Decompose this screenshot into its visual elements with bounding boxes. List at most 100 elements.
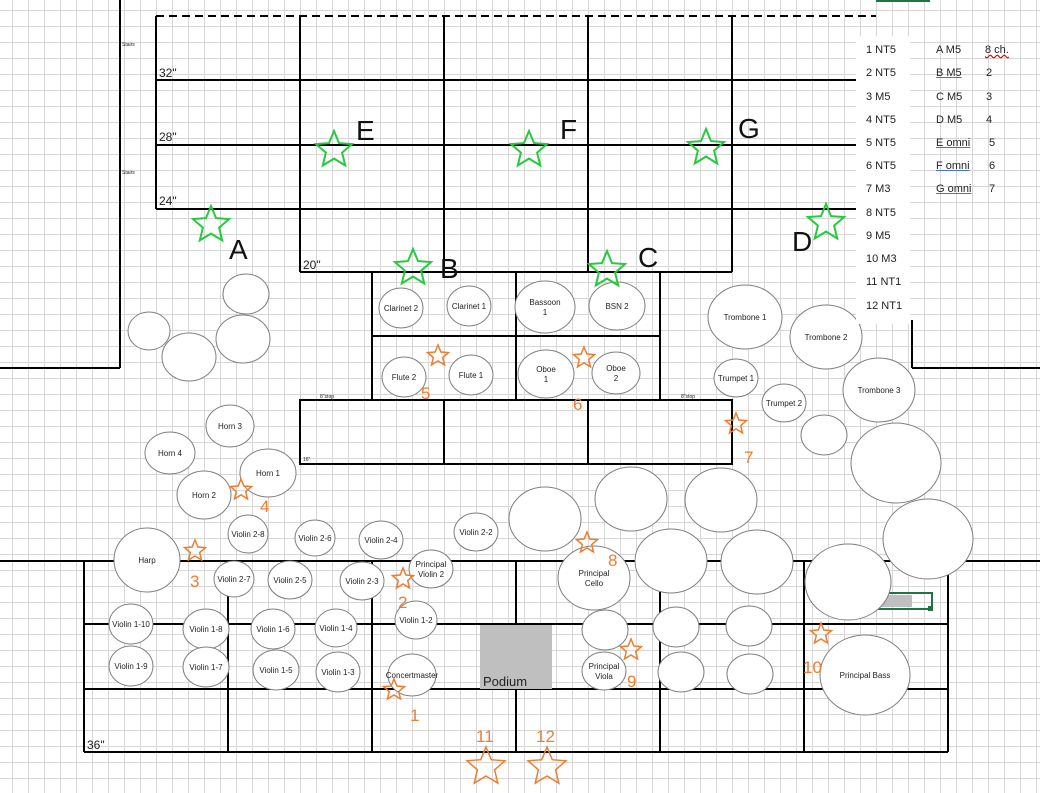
seat-circle [446, 285, 492, 327]
seat-violin-1-6: Violin 1-6 [250, 608, 296, 650]
legend-mic-1: 1 NT5 [866, 44, 896, 56]
seat-label: Violin 2-5 [273, 576, 307, 585]
stop-label: 8"stop [320, 394, 334, 400]
seat-circle [227, 514, 269, 554]
zone-letter-b: B [440, 253, 459, 284]
seat-circle [108, 603, 154, 645]
zone-letter-a: A [229, 234, 248, 265]
seat-label: Violin 1-3 [321, 668, 355, 677]
seat-violin-1-3: Violin 1-3 [315, 651, 361, 693]
mic-number-5: 5 [421, 384, 430, 403]
podium-label: Podium [483, 674, 527, 689]
spot-mic-star [723, 411, 749, 435]
riser-height-24: 24" [159, 194, 177, 208]
legend-mic-5: 5 NT5 [866, 137, 896, 149]
seat-label: Violin 1-10 [112, 620, 150, 629]
mic-number-9: 9 [627, 672, 636, 691]
seat-circle [294, 519, 336, 557]
empty-seat [222, 273, 270, 315]
zone-letter-e: E [356, 115, 375, 146]
zone-letter-d: D [792, 226, 812, 257]
empty-seat [508, 486, 582, 552]
seat-horn-1: Horn 1 [239, 448, 297, 498]
upper-risers [0, 0, 1040, 369]
empty-seat [581, 609, 629, 651]
spot-mic-star [808, 621, 834, 645]
seat-flute-2: Flute 2 [381, 356, 427, 398]
empty-seat [215, 314, 271, 364]
seat-violin-1-4: Violin 1-4 [314, 608, 358, 648]
seat-violin-2-6: Violin 2-6 [294, 519, 336, 557]
seat-label: Clarinet 1 [452, 302, 487, 311]
seat-circle [113, 527, 181, 593]
seat-label: Trombone 2 [805, 333, 848, 342]
seat-label: Trumpet 2 [766, 399, 803, 408]
seat-circle [378, 287, 424, 329]
seat-trombone-1: Trombone 1 [707, 284, 783, 350]
empty-seat [725, 605, 773, 647]
mic-number-4: 4 [260, 497, 269, 516]
spot-mic-star [526, 745, 568, 785]
legend-mic-3: 3 M5 [866, 91, 891, 103]
zone-letter-f: F [560, 114, 577, 145]
overhead-mic-star [508, 128, 550, 168]
seat-label: Violin 1-4 [319, 624, 353, 633]
seat-violin-2-8: Violin 2-8 [227, 514, 269, 554]
legend-mic-8: 8 NT5 [866, 207, 896, 219]
seat-circle [517, 349, 575, 399]
seat-label: Horn 1 [256, 469, 281, 478]
seat-label: 1 [543, 308, 548, 317]
riser-height-16: 16" [303, 457, 311, 463]
seat-horn-4: Horn 4 [144, 431, 196, 475]
seat-circle [819, 634, 911, 716]
seat-circle [182, 646, 230, 688]
seat-label: Harp [138, 556, 156, 565]
seat-label: Flute 1 [459, 371, 484, 380]
seat-violin-2-3: Violin 2-3 [339, 561, 385, 601]
legend-mic-11: 11 NT1 [866, 276, 902, 288]
spot-mic-star [425, 343, 451, 367]
seat-circle [315, 651, 361, 693]
empty-seat [684, 467, 758, 533]
seat-label: 2 [614, 374, 619, 383]
seat-circle [239, 448, 297, 498]
seat-violin-2-4: Violin 2-4 [358, 520, 404, 560]
riser-height-28: 28" [159, 130, 177, 144]
empty-seat [634, 528, 708, 594]
seat-circle [789, 304, 863, 370]
seat-circle [267, 560, 313, 600]
legend-zone-d: D M5 [936, 114, 963, 126]
legend-zone-g: G omni [936, 183, 972, 195]
seat-circle [250, 608, 296, 650]
seat-violin-1-5: Violin 1-5 [252, 649, 300, 691]
seat-label: Violin 1-8 [189, 625, 223, 634]
seat-circle [707, 284, 783, 350]
legend-zone-a: A M5 [936, 44, 962, 56]
legend-channel: 7 [989, 183, 996, 195]
empty-seat [882, 498, 974, 580]
seat-label: Violin 2-8 [231, 530, 265, 539]
podium [480, 625, 552, 689]
seat-label: Principal Bass [840, 671, 891, 680]
legend-channel: 6 [989, 160, 996, 172]
empty-seat [804, 543, 892, 621]
seat-circle [591, 351, 641, 395]
seat-violin-1-8: Violin 1-8 [182, 608, 230, 650]
seat-label: Violin 1-5 [259, 666, 293, 675]
mic-number-2: 2 [398, 593, 407, 612]
mic-number-3: 3 [190, 572, 199, 591]
overhead-mic-star [313, 128, 355, 168]
mic-number-1: 1 [410, 706, 419, 725]
seat-label: Horn 4 [158, 449, 183, 458]
seat-violin-2-5: Violin 2-5 [267, 560, 313, 600]
seat-violin-2-7: Violin 2-7 [213, 560, 255, 598]
riser-labels: Stairs Stairs 32" 28" 24" 20" 36" 8"stop… [87, 42, 695, 752]
seat-label: Oboe [536, 365, 556, 374]
seat-label: Violin 2-6 [298, 534, 332, 543]
seat-circle [213, 560, 255, 598]
